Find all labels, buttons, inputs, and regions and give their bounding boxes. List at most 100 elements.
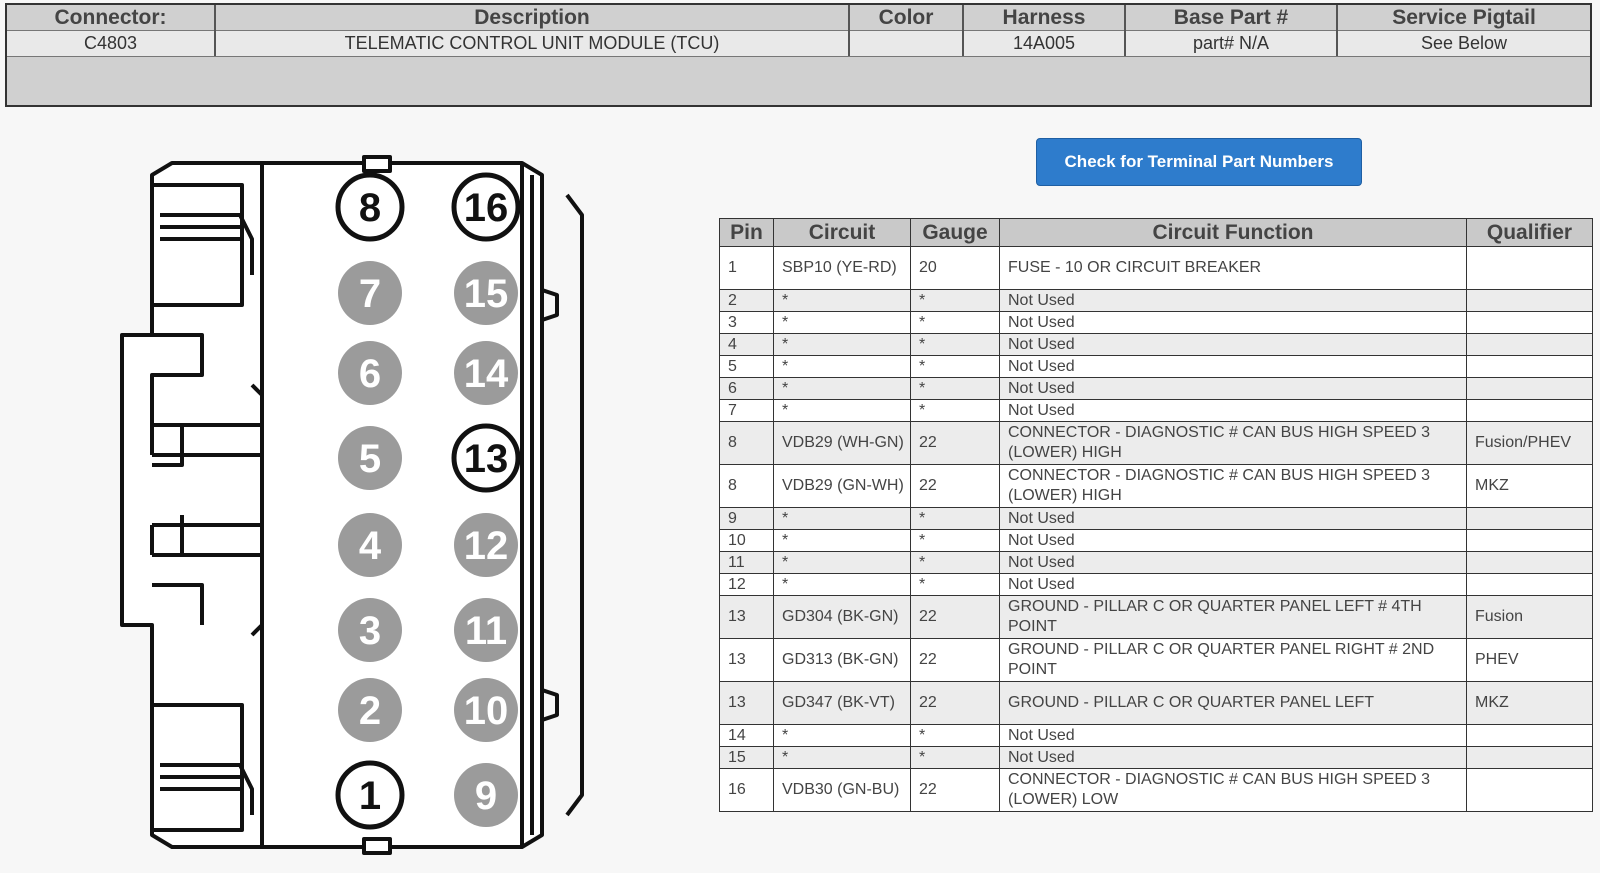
pin-cell: 10	[719, 529, 774, 552]
connector-pin: 7	[338, 261, 402, 325]
connector-pin: 9	[454, 763, 518, 827]
gauge-cell: *	[910, 355, 1000, 378]
unused-pin-circle	[338, 261, 402, 325]
function-cell: CONNECTOR - DIAGNOSTIC # CAN BUS HIGH SP…	[999, 421, 1467, 465]
gauge-cell: 22	[910, 464, 1000, 508]
active-pin-circle	[335, 760, 405, 830]
gauge-cell: *	[910, 529, 1000, 552]
unused-pin-circle	[338, 513, 402, 577]
connector-base-part: part# N/A	[1125, 30, 1338, 56]
header-base-part-label: Base Part #	[1125, 5, 1338, 31]
pin-number-label: 4	[359, 524, 382, 568]
unused-pin-circle	[338, 341, 402, 405]
pin-cell: 8	[719, 421, 774, 465]
connector-description: TELEMATIC CONTROL UNIT MODULE (TCU)	[215, 30, 850, 56]
pin-number-label: 16	[464, 186, 509, 230]
header-service-pigtail-label: Service Pigtail	[1337, 5, 1590, 31]
function-cell: Not Used	[999, 377, 1467, 400]
circuit-cell: *	[773, 529, 911, 552]
connector-pin: 15	[454, 261, 518, 325]
active-pin-circle	[451, 172, 521, 242]
pin-number-label: 7	[359, 272, 381, 316]
pinout-row: 10**Not Used	[719, 529, 1593, 552]
circuit-cell: *	[773, 573, 911, 596]
connector-service-pigtail: See Below	[1337, 30, 1590, 56]
circuit-cell: VDB30 (GN-BU)	[773, 768, 911, 812]
gauge-cell: 22	[910, 768, 1000, 812]
circuit-cell: GD347 (BK-VT)	[773, 681, 911, 725]
connector-id: C4803	[7, 30, 216, 56]
qualifier-cell	[1466, 746, 1593, 769]
header-empty-band	[7, 56, 1590, 105]
header-description-label: Description	[215, 5, 850, 31]
unused-pin-circle	[454, 678, 518, 742]
pin-cell: 11	[719, 551, 774, 574]
function-cell: Not Used	[999, 507, 1467, 530]
pin-number-label: 13	[464, 437, 509, 481]
active-pin-circle	[335, 172, 405, 242]
function-cell: Not Used	[999, 355, 1467, 378]
pin-cell: 15	[719, 746, 774, 769]
col-pin-header: Pin	[719, 218, 774, 247]
qualifier-cell	[1466, 551, 1593, 574]
pinout-row: 3**Not Used	[719, 311, 1593, 334]
connector-pin: 14	[454, 341, 518, 405]
connector-color	[849, 30, 964, 56]
circuit-cell: GD313 (BK-GN)	[773, 638, 911, 682]
connector-pin: 12	[454, 513, 518, 577]
function-cell: Not Used	[999, 529, 1467, 552]
pin-number-label: 11	[465, 609, 507, 653]
connector-harness: 14A005	[963, 30, 1126, 56]
col-function-header: Circuit Function	[999, 218, 1467, 247]
pin-number-label: 12	[464, 524, 509, 568]
connector-pin: 2	[338, 678, 402, 742]
pin-cell: 16	[719, 768, 774, 812]
circuit-cell: *	[773, 333, 911, 356]
check-terminal-part-numbers-button[interactable]: Check for Terminal Part Numbers	[1036, 138, 1362, 186]
col-circuit-header: Circuit	[773, 218, 911, 247]
pin-number-label: 10	[464, 689, 509, 733]
qualifier-cell	[1466, 573, 1593, 596]
gauge-cell: *	[910, 507, 1000, 530]
qualifier-cell	[1466, 529, 1593, 552]
gauge-cell: *	[910, 377, 1000, 400]
gauge-cell: *	[910, 551, 1000, 574]
gauge-cell: 22	[910, 595, 1000, 639]
gauge-cell: *	[910, 311, 1000, 334]
function-cell: GROUND - PILLAR C OR QUARTER PANEL LEFT …	[999, 595, 1467, 639]
unused-pin-circle	[338, 426, 402, 490]
qualifier-cell: MKZ	[1466, 464, 1593, 508]
function-cell: Not Used	[999, 724, 1467, 747]
pinout-row: 6**Not Used	[719, 377, 1593, 400]
qualifier-cell: PHEV	[1466, 638, 1593, 682]
pin-number-label: 2	[359, 689, 381, 733]
connector-pin: 8	[335, 172, 405, 242]
qualifier-cell	[1466, 333, 1593, 356]
qualifier-cell: MKZ	[1466, 681, 1593, 725]
pinout-row: 2**Not Used	[719, 289, 1593, 312]
gauge-cell: *	[910, 399, 1000, 422]
connector-pin: 5	[338, 426, 402, 490]
qualifier-cell	[1466, 507, 1593, 530]
circuit-cell: *	[773, 399, 911, 422]
pin-cell: 14	[719, 724, 774, 747]
pin-cell: 13	[719, 638, 774, 682]
function-cell: Not Used	[999, 289, 1467, 312]
col-gauge-header: Gauge	[910, 218, 1000, 247]
circuit-cell: *	[773, 551, 911, 574]
pin-cell: 9	[719, 507, 774, 530]
pin-number-label: 8	[359, 186, 381, 230]
connector-pin: 3	[338, 598, 402, 662]
qualifier-cell: Fusion	[1466, 595, 1593, 639]
gauge-cell: 22	[910, 638, 1000, 682]
function-cell: Not Used	[999, 333, 1467, 356]
col-qualifier-header: Qualifier	[1466, 218, 1593, 247]
pinout-row: 5**Not Used	[719, 355, 1593, 378]
